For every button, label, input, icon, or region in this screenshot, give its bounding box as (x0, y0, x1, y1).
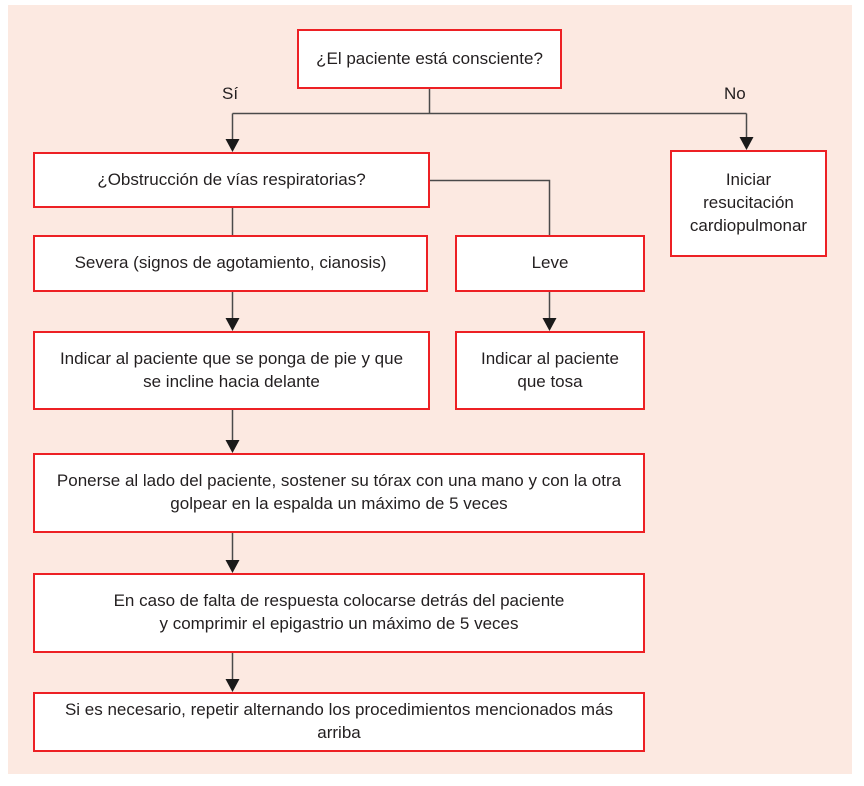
branch-label-yes: Sí (222, 84, 239, 103)
branch-label-no: No (724, 84, 746, 103)
node-stand-lean-forward: Indicar al paciente que se ponga de pie … (33, 331, 430, 410)
node-airway-obstruction-question: ¿Obstrucción de vías respiratorias? (33, 152, 430, 208)
node-patient-conscious-question: ¿El paciente está consciente? (297, 29, 562, 89)
node-severe-obstruction: Severa (signos de agotamiento, cianosis) (33, 235, 428, 292)
node-repeat-alternating: Si es necesario, repetir alternando los … (33, 692, 645, 752)
node-mild-obstruction: Leve (455, 235, 645, 292)
node-start-cpr: Iniciar resucitación cardiopulmonar (670, 150, 827, 257)
node-instruct-cough: Indicar al paciente que tosa (455, 331, 645, 410)
node-abdominal-thrusts: En caso de falta de respuesta colocarse … (33, 573, 645, 653)
node-back-blows: Ponerse al lado del paciente, sostener s… (33, 453, 645, 533)
